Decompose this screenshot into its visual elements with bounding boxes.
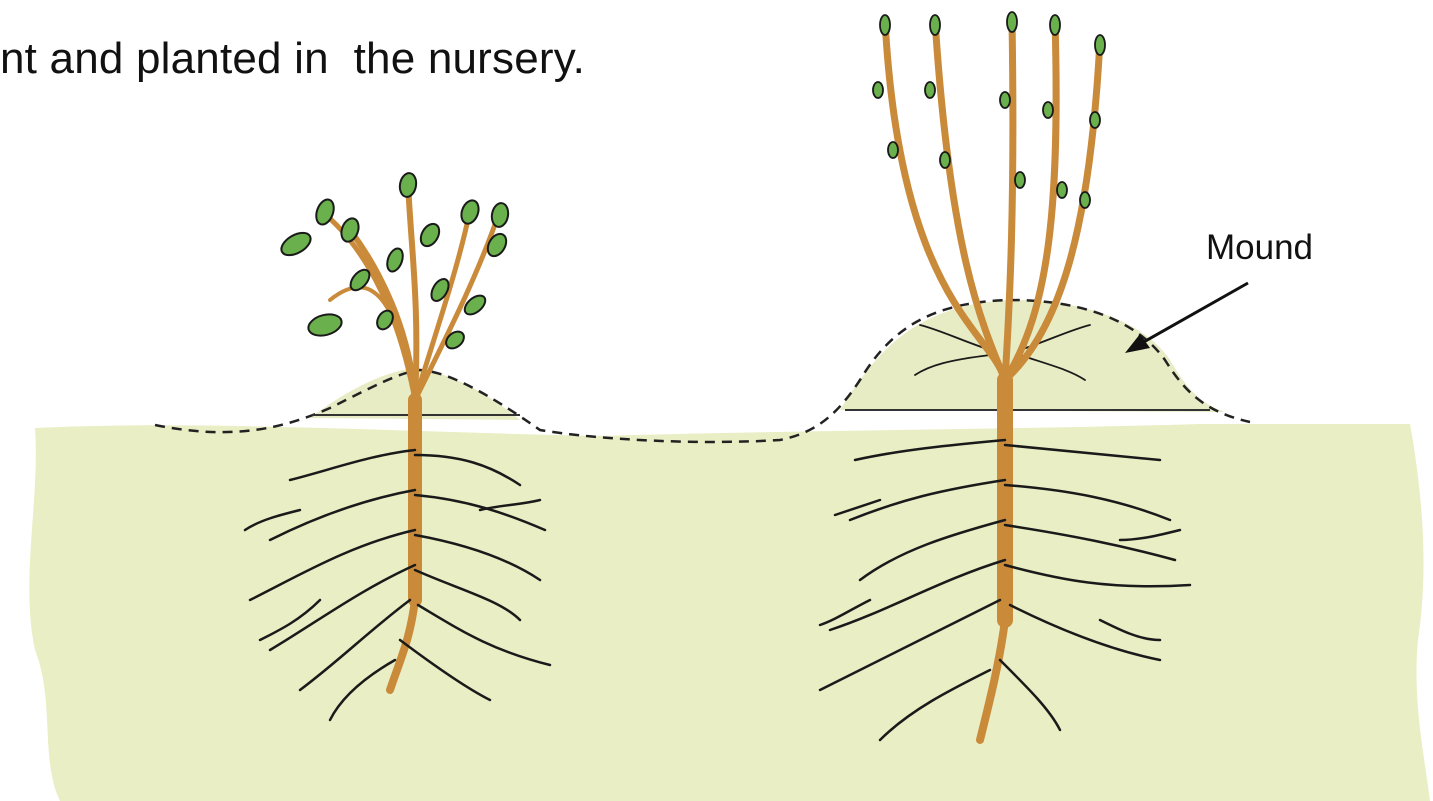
soil-region bbox=[29, 424, 1430, 801]
mound-arrow bbox=[1125, 283, 1248, 353]
